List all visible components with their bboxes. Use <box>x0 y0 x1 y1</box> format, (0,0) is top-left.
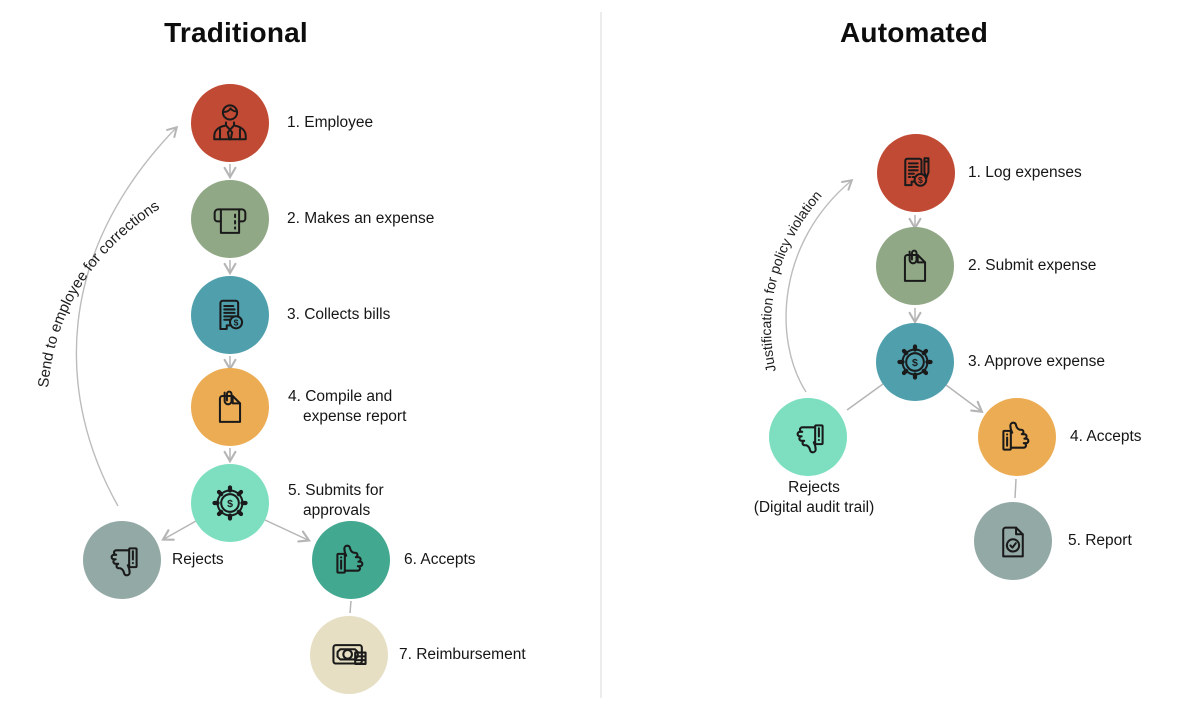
label-compile-report: 4. Compile and expense report <box>288 388 407 425</box>
label-accepts-auto: 4. Accepts <box>1070 428 1142 445</box>
person-icon <box>213 104 247 141</box>
node-accepts <box>312 521 390 599</box>
gear-dollar-icon: $ <box>212 485 248 521</box>
svg-text:$: $ <box>234 318 239 328</box>
node-report <box>974 502 1052 580</box>
arrow-approvals-to-accepts <box>264 519 311 543</box>
receipt-dollar-icon: $ <box>219 299 244 330</box>
node-employee <box>191 84 269 162</box>
label-collects-bills: 3. Collects bills <box>287 306 391 323</box>
node-rejects-audit <box>769 398 847 476</box>
line-approve-to-rejects <box>846 383 884 411</box>
traditional-title: Traditional <box>164 17 308 48</box>
document-paperclip-icon <box>903 249 927 282</box>
atm-receipt-icon <box>213 208 247 234</box>
node-compile-report <box>191 368 269 446</box>
receipt-pen-icon: $ <box>904 157 930 187</box>
loop-arrow-justification <box>785 179 854 393</box>
document-paperclip-icon <box>218 390 242 423</box>
node-log-expenses: $ <box>877 134 955 212</box>
right-loop-label: Justification for policy violation <box>758 187 825 373</box>
label-employee: 1. Employee <box>287 114 374 131</box>
node-accepts-auto <box>978 398 1056 476</box>
left-loop-label: Send to employee for corrections <box>35 197 162 388</box>
label-submits-approvals: 5. Submits for approvals <box>288 482 384 519</box>
line-accepts-to-report <box>1014 478 1017 499</box>
svg-text:$: $ <box>912 357 918 369</box>
node-submit-expense <box>876 227 954 305</box>
automated-title: Automated <box>839 17 989 48</box>
svg-text:$: $ <box>227 498 233 510</box>
label-accepts: 6. Accepts <box>404 551 476 568</box>
line-accepts-to-reimbursement <box>349 600 352 614</box>
svg-text:$: $ <box>918 175 923 185</box>
thumbs-down-icon <box>796 423 824 453</box>
label-approve-expense: 3. Approve expense <box>968 353 1106 370</box>
left-loop-label-text: Send to employee for corrections <box>35 197 162 388</box>
money-icon <box>331 643 367 665</box>
node-makes-expense <box>191 180 269 258</box>
label-rejects: Rejects <box>172 551 224 568</box>
right-loop-label-text: Justification for policy violation <box>758 187 825 373</box>
node-reimbursement <box>310 616 388 694</box>
document-check-icon <box>1002 526 1024 558</box>
label-report: 5. Report <box>1068 532 1132 549</box>
arrow-approve-to-accepts <box>945 384 984 413</box>
panel-divider <box>600 12 602 698</box>
arrow-approvals-to-rejects <box>161 520 197 541</box>
node-submits-approvals: $ <box>191 464 269 542</box>
label-log-expenses: 1. Log expenses <box>968 164 1082 181</box>
thumbs-down-icon <box>110 546 138 576</box>
thumbs-up-icon <box>1001 421 1029 451</box>
label-submit-expense: 2. Submit expense <box>968 257 1097 274</box>
label-makes-expense: 2. Makes an expense <box>287 210 435 227</box>
label-rejects-audit: Rejects (Digital audit trail) <box>753 479 875 516</box>
node-rejects <box>83 521 161 599</box>
loop-arrow-corrections <box>75 125 179 507</box>
node-collects-bills: $ <box>191 276 269 354</box>
label-reimbursement: 7. Reimbursement <box>399 646 526 663</box>
thumbs-up-icon <box>335 544 363 574</box>
node-approve-expense: $ <box>876 323 954 401</box>
gear-dollar-icon: $ <box>897 344 933 380</box>
